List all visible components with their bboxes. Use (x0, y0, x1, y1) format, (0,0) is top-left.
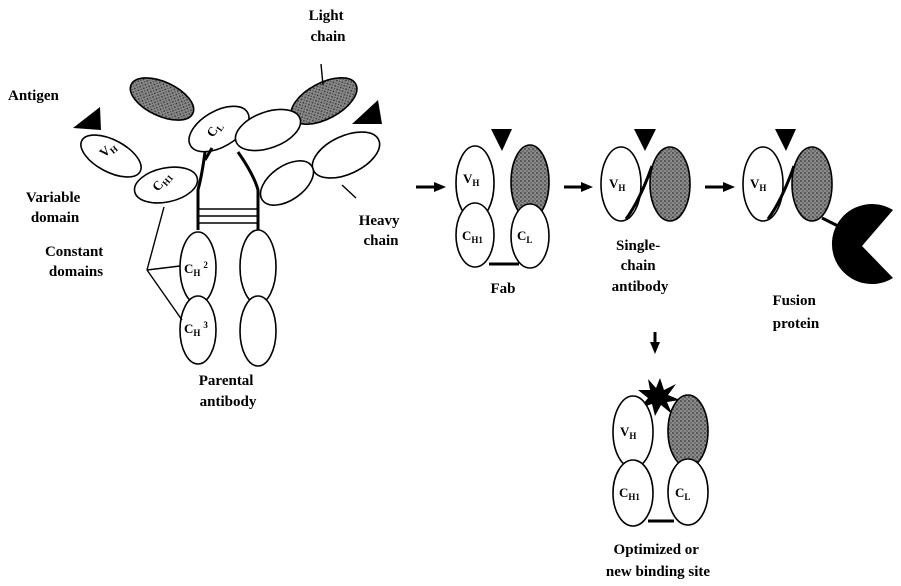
heavy-chain-label: Heavy chain (359, 213, 404, 249)
parental-left-vl-domain (124, 69, 200, 129)
parental-left-heavy-hinge (198, 152, 205, 230)
antigen-triangle-icon (775, 129, 796, 151)
constant-domain-pointer-2 (147, 266, 180, 270)
optimized-antibody: VH CH1 CL Optimized or new binding site (606, 378, 711, 580)
pacman-fusion-icon (832, 204, 893, 284)
parental-right-vh-domain (305, 123, 386, 188)
parental-right-ch1-domain (253, 152, 322, 214)
light-chain-label: Light chain (309, 8, 348, 45)
arrow-right-icon (723, 182, 735, 192)
optimized-label: Optimized or new binding site (606, 542, 711, 580)
fusion-vl-domain (792, 147, 832, 221)
antigen-triangle-icon (352, 100, 382, 124)
fusion-protein-label: Fusion protein (772, 293, 819, 332)
arrow-down-icon (650, 342, 660, 354)
constant-domain-pointer-3 (147, 270, 182, 320)
parental-right-ch2-domain (240, 230, 276, 304)
fusion-protein: VH Fusion protein (743, 129, 893, 332)
parental-right-heavy-hinge (238, 152, 258, 230)
antigen-triangle-icon (491, 129, 512, 151)
parental-right-ch3-domain (240, 296, 276, 366)
arrow-right-icon (581, 182, 593, 192)
parental-antibody: CL VH CH1 CH2 CH3 (8, 8, 403, 410)
constant-domains-label: Constant domains (45, 244, 107, 280)
single-chain-antibody: VH Single- chain antibody (601, 129, 690, 295)
variable-domain-label: Variable domain (26, 190, 84, 226)
heavy-chain-pointer (342, 185, 356, 198)
fab-label: Fab (490, 281, 515, 297)
antigen-triangle-icon (634, 129, 656, 151)
arrow-right-icon (434, 182, 446, 192)
fab-fragment: VH CH1 CL Fab (456, 129, 549, 297)
parental-antibody-label: Parental antibody (199, 373, 257, 410)
single-chain-label: Single- chain antibody (612, 238, 669, 295)
antigen-label: Antigen (8, 88, 59, 104)
optimized-vl-domain (668, 395, 708, 467)
scfv-vl-domain (650, 147, 690, 221)
constant-domain-pointer-1 (147, 207, 164, 270)
antigen-triangle-icon (73, 107, 101, 130)
